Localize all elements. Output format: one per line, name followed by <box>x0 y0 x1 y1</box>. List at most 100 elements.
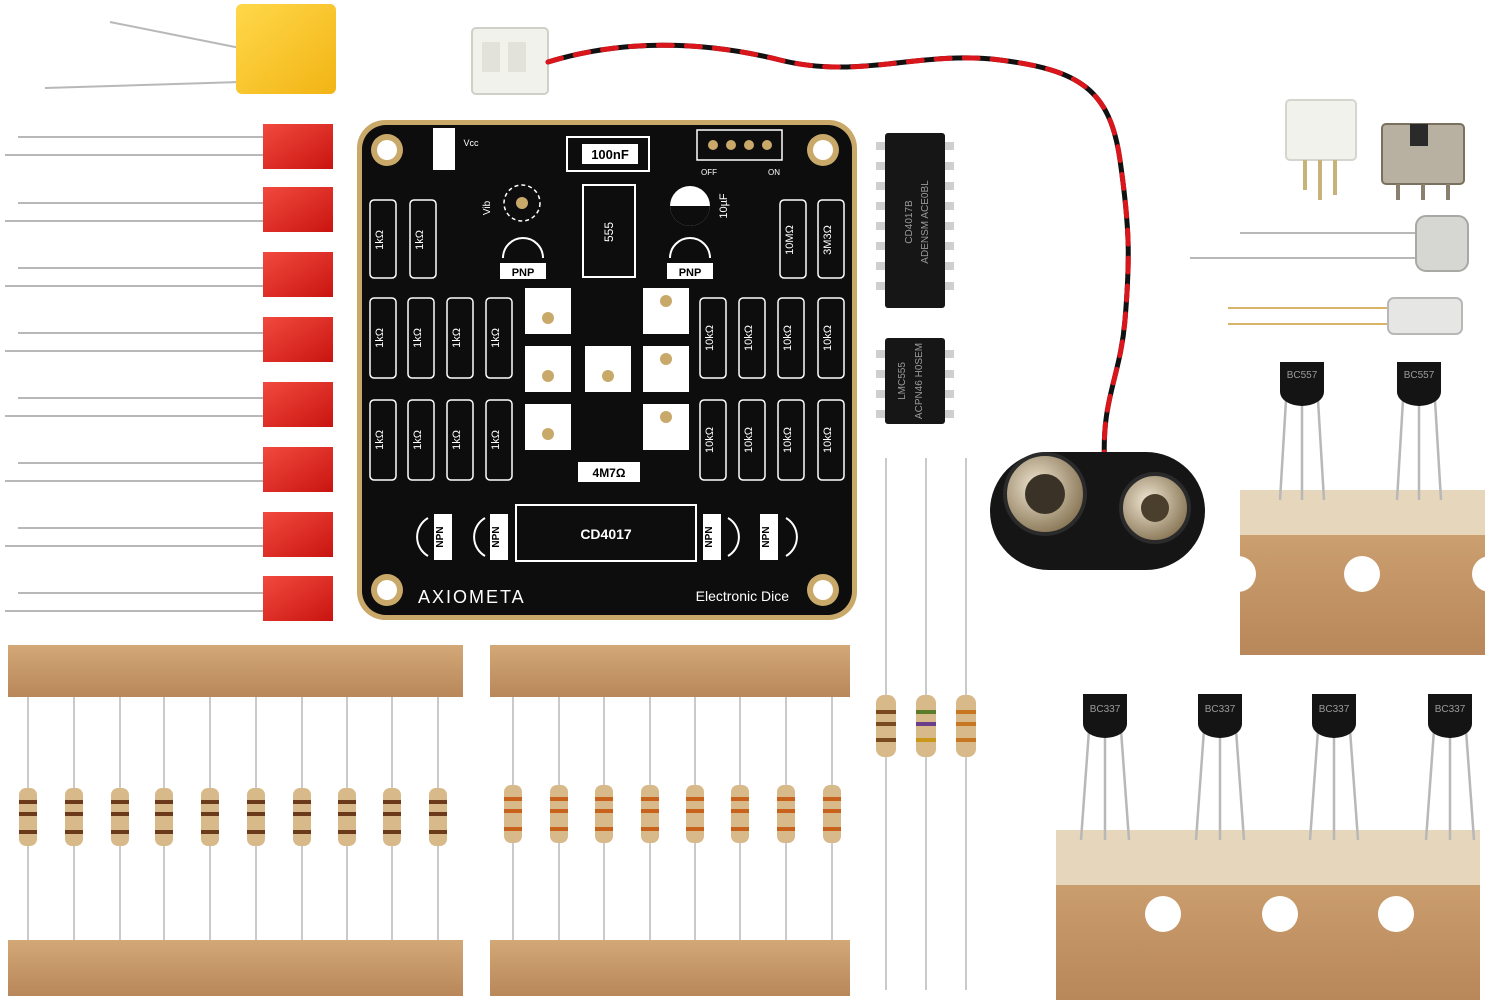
pcb-silk-4m7: 4M7Ω <box>578 462 640 482</box>
svg-text:1kΩ: 1kΩ <box>451 430 463 450</box>
pcb-led-pads <box>525 288 689 450</box>
pcb-npn-2: NPN <box>473 514 508 560</box>
svg-text:LMC555: LMC555 <box>897 362 908 400</box>
svg-text:NPN: NPN <box>704 526 715 547</box>
npn-transistor-3: BC337 <box>1308 694 1360 841</box>
pcb-silk-10uf: 10µF <box>670 186 730 226</box>
crystal-vibration-sensor <box>1228 297 1463 335</box>
svg-text:BC337: BC337 <box>1090 704 1121 715</box>
pnp-transistors-strip: BC557 BC557 <box>1220 362 1500 655</box>
battery-clip <box>990 452 1205 570</box>
npn-transistor-1: BC337 <box>1079 694 1131 841</box>
svg-text:NPN: NPN <box>435 526 446 547</box>
slide-switch <box>1381 123 1465 200</box>
pcb-silk-vib: Vib <box>482 184 541 222</box>
svg-text:NPN: NPN <box>761 526 772 547</box>
pcb-brand-logo: AXIOMETA <box>418 587 526 607</box>
twisted-wire <box>545 42 1131 473</box>
svg-text:10kΩ: 10kΩ <box>743 427 755 453</box>
pcb-silk-pnp-right: PNP <box>667 237 713 279</box>
red-led-8 <box>5 576 333 621</box>
lmc555-chip: LMC555 ACPN46 H0SEM <box>876 338 954 424</box>
svg-text:BC557: BC557 <box>1404 370 1435 381</box>
pcb-resistor-1k-low-4: 1kΩ <box>485 399 513 481</box>
pcb-resistor-1k-low-2: 1kΩ <box>407 399 435 481</box>
pcb-resistor-1k-top-a: 1kΩ <box>369 199 397 279</box>
yellow-capacitor <box>44 4 336 94</box>
red-led-1 <box>5 124 333 169</box>
svg-text:10kΩ: 10kΩ <box>704 427 716 453</box>
pcb-resistor-10k-mid-1: 10kΩ <box>699 297 727 379</box>
pcb-resistor-10k-mid-3: 10kΩ <box>777 297 805 379</box>
svg-text:Vcc: Vcc <box>463 138 479 148</box>
svg-text:1kΩ: 1kΩ <box>490 430 502 450</box>
pcb-resistor-1k-low-1: 1kΩ <box>369 399 397 481</box>
svg-text:BC557: BC557 <box>1287 370 1318 381</box>
svg-text:BC337: BC337 <box>1205 704 1236 715</box>
pcb-resistor-3m3: 3M3Ω <box>817 199 845 279</box>
loose-resistors <box>876 458 976 990</box>
pcb-silk-555: 555 <box>582 184 636 278</box>
pcb-resistor-1k-mid-3: 1kΩ <box>446 297 474 379</box>
npn-transistor-4: BC337 <box>1424 694 1476 841</box>
svg-text:10µF: 10µF <box>718 193 730 219</box>
pcb-silk-vcc: Vcc <box>433 128 479 170</box>
red-led-2 <box>5 187 333 232</box>
pcb-resistor-10k-low-1: 10kΩ <box>699 399 727 481</box>
svg-text:CD4017: CD4017 <box>580 526 632 542</box>
svg-text:10kΩ: 10kΩ <box>704 325 716 351</box>
svg-text:10kΩ: 10kΩ <box>782 325 794 351</box>
pcb-resistor-10m: 10MΩ <box>779 199 807 279</box>
svg-text:BC337: BC337 <box>1319 704 1350 715</box>
svg-text:PNP: PNP <box>679 267 702 279</box>
resistor-strip-10k <box>490 645 850 996</box>
pcb-resistor-10k-low-2: 10kΩ <box>738 399 766 481</box>
pcb-silk-switch-header: OFF ON <box>696 129 783 177</box>
electrolytic-capacitor <box>1190 215 1469 272</box>
cd4017-chip: CD4017B ADENSM ACE0BL <box>876 133 954 308</box>
svg-text:1kΩ: 1kΩ <box>374 230 386 250</box>
svg-text:555: 555 <box>602 222 616 242</box>
svg-text:10kΩ: 10kΩ <box>822 427 834 453</box>
resistor-strip-1k <box>8 645 463 996</box>
svg-text:1kΩ: 1kΩ <box>451 328 463 348</box>
red-led-4 <box>5 317 333 362</box>
red-led-3 <box>5 252 333 297</box>
pcb-resistor-10k-mid-4: 10kΩ <box>817 297 845 379</box>
svg-text:1kΩ: 1kΩ <box>374 430 386 450</box>
svg-text:3M3Ω: 3M3Ω <box>822 225 834 255</box>
npn-transistor-2: BC337 <box>1194 694 1246 841</box>
pcb-silk-100nf: 100nF <box>566 136 650 172</box>
svg-text:10MΩ: 10MΩ <box>784 225 796 255</box>
pcb-product-name: Electronic Dice <box>696 588 790 604</box>
pcb-resistor-1k-mid-2: 1kΩ <box>407 297 435 379</box>
svg-text:10kΩ: 10kΩ <box>782 427 794 453</box>
svg-text:ON: ON <box>768 168 780 177</box>
pcb-resistor-1k-mid-4: 1kΩ <box>485 297 513 379</box>
pcb-resistor-10k-low-3: 10kΩ <box>777 399 805 481</box>
svg-text:1kΩ: 1kΩ <box>490 328 502 348</box>
pcb-silk-pnp-left: PNP <box>500 237 546 279</box>
svg-text:BC337: BC337 <box>1435 704 1466 715</box>
svg-text:NPN: NPN <box>491 526 502 547</box>
svg-text:PNP: PNP <box>512 267 535 279</box>
header-connector <box>1285 99 1357 200</box>
svg-text:Vib: Vib <box>482 200 493 215</box>
npn-transistors-strip: BC337 BC337 BC337 BC337 <box>1056 694 1480 1000</box>
pcb-resistor-10k-low-4: 10kΩ <box>817 399 845 481</box>
pcb-resistor-10k-mid-2: 10kΩ <box>738 297 766 379</box>
red-led-7 <box>5 512 333 557</box>
svg-text:1kΩ: 1kΩ <box>412 430 424 450</box>
svg-text:100nF: 100nF <box>591 147 629 162</box>
pnp-transistor-1: BC557 <box>1278 362 1326 501</box>
pcb-silk-cd4017: CD4017 <box>515 504 697 562</box>
pcb-led-pad-holes <box>542 295 672 440</box>
red-led-6 <box>5 447 333 492</box>
pcb-resistor-1k-mid-1: 1kΩ <box>369 297 397 379</box>
pnp-transistor-2: BC557 <box>1395 362 1443 501</box>
svg-text:10kΩ: 10kΩ <box>822 325 834 351</box>
pcb-resistor-1k-top-b: 1kΩ <box>409 199 437 279</box>
svg-text:CD4017B: CD4017B <box>904 200 915 244</box>
svg-text:ACPN46 H0SEM: ACPN46 H0SEM <box>914 343 925 419</box>
